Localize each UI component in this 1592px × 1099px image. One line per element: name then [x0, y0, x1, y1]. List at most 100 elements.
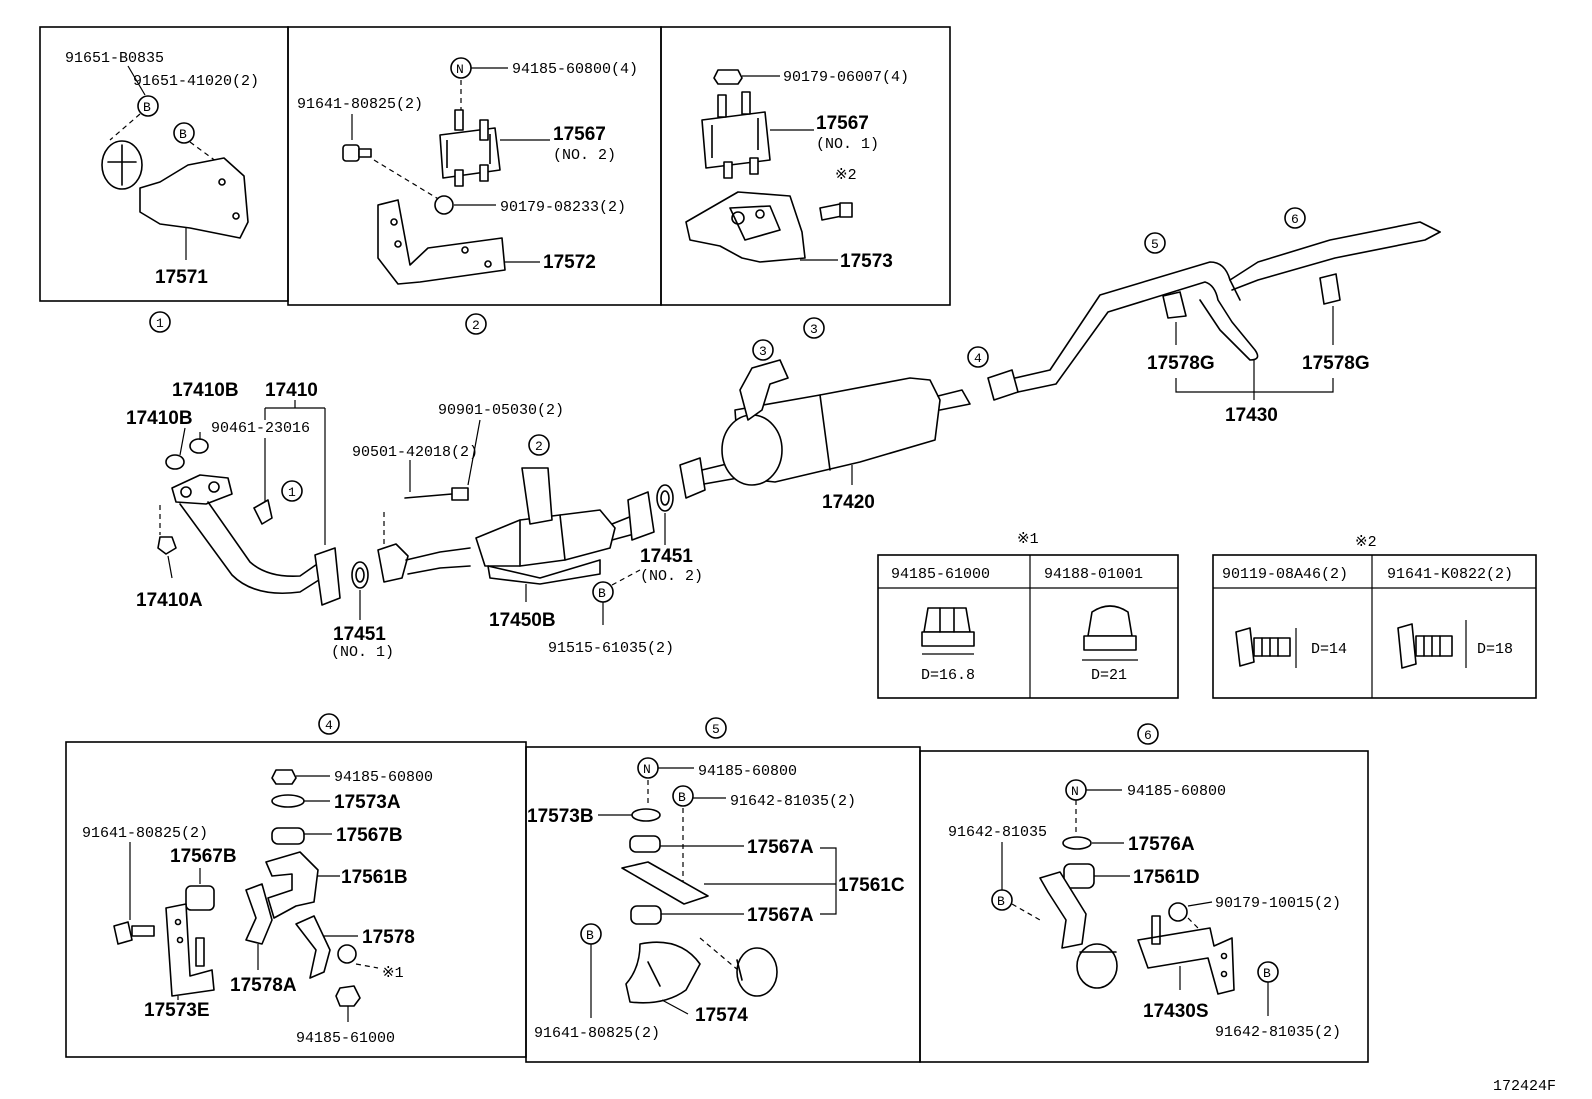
- table-1-col-1: 94185-61000: [891, 566, 990, 583]
- table-1-col-2: 94188-01001: [1044, 566, 1143, 583]
- svg-text:5: 5: [1151, 237, 1159, 252]
- bolt-icon: [113, 921, 155, 945]
- svg-text:6: 6: [1291, 212, 1299, 227]
- part-91642-81035: 91642-81035(2): [730, 793, 856, 810]
- hanger-17574-icon: [625, 941, 701, 1004]
- part-17451-no1: 17451: [333, 624, 386, 645]
- part-94185-60800: 94185-60800: [698, 763, 797, 780]
- muffler-17420-icon: [679, 359, 971, 499]
- circle-label-2: 2: [465, 313, 487, 335]
- bolt-marker-b: B: [672, 785, 694, 807]
- part-17567-no2-sub: (NO. 2): [553, 147, 616, 164]
- part-17410B-upper: 17410B: [172, 380, 239, 401]
- bracket-17561B-icon: [265, 851, 319, 919]
- flange-bolt-18-icon: [1397, 620, 1467, 669]
- clamp-half-17578A-icon: [245, 883, 273, 945]
- part-17571: 17571: [155, 267, 208, 288]
- clamp-half-17578-icon: [295, 915, 331, 979]
- part-17567A-lower: 17567A: [747, 905, 814, 926]
- circle-label-5: 5: [705, 717, 727, 739]
- gasket-17451-no1-icon: [351, 561, 369, 589]
- part-17451-no2: 17451: [640, 546, 693, 567]
- part-91642-81035: 91642-81035: [948, 824, 1047, 841]
- part-90501-42018: 90501-42018(2): [352, 444, 478, 461]
- part-91641-80825: 91641-80825(2): [82, 825, 208, 842]
- nut-marker-n: N: [637, 757, 659, 779]
- cap-nut-icon: [1082, 605, 1138, 661]
- part-17572: 17572: [543, 252, 596, 273]
- part-17578G-right: 17578G: [1302, 353, 1370, 374]
- part-94185-61000: 94185-61000: [296, 1030, 395, 1047]
- part-17567-no1: 17567: [816, 113, 869, 134]
- part-17410B-lower: 17410B: [126, 408, 193, 429]
- part-17410A: 17410A: [136, 590, 203, 611]
- detail-box-4: 94185-60800 17573A 91641-80825(2) 17567B…: [65, 741, 527, 1058]
- circle-label-6: 6: [1137, 723, 1159, 745]
- circle-label-3: 3: [752, 339, 774, 361]
- bracket-17573-icon: [685, 191, 806, 263]
- part-17450B: 17450B: [489, 610, 556, 631]
- nut-marker-n: N: [450, 57, 472, 79]
- bolt-marker-b: B: [592, 581, 614, 603]
- bracket-17571-icon: [101, 140, 249, 239]
- stud-bolt-icon: [404, 487, 469, 501]
- svg-text:B: B: [598, 586, 606, 601]
- hanger-bushing-icon: [736, 947, 778, 997]
- nut-icon: [434, 195, 454, 215]
- tail-pipe-17430-icon: [987, 221, 1441, 401]
- part-94185-60800: 94185-60800: [334, 769, 433, 786]
- part-17430S: 17430S: [1143, 1001, 1209, 1022]
- part-17567-no1-sub: (NO. 1): [816, 136, 879, 153]
- table-2-dim-1: D=14: [1311, 641, 1347, 658]
- washer-icon: [1062, 836, 1092, 850]
- table-1-dim-1: D=16.8: [921, 667, 975, 684]
- nut-marker-n: N: [1065, 779, 1087, 801]
- bolt-marker-b: B: [580, 923, 602, 945]
- svg-text:B: B: [179, 127, 187, 142]
- part-17567-no2: 17567: [553, 124, 606, 145]
- front-pipe-17410-icon: [171, 474, 341, 606]
- part-90179-10015: 90179-10015(2): [1215, 895, 1341, 912]
- detail-box-3: 90179-06007(4) 17567 (NO. 1) ※2 17573: [660, 26, 951, 306]
- part-17410: 17410: [265, 380, 318, 401]
- circle-label-5: 5: [1144, 232, 1166, 254]
- part-17578A: 17578A: [230, 975, 297, 996]
- bracket-17573E-icon: [165, 903, 215, 997]
- svg-text:N: N: [456, 62, 464, 77]
- nut-icon: [337, 944, 357, 964]
- svg-text:1: 1: [156, 316, 164, 331]
- reference-table-2: ※2 90119-08A46(2) 91641-K0822(2) D=14 D=…: [1212, 534, 1537, 699]
- part-17567A-upper: 17567A: [747, 837, 814, 858]
- bushing-icon: [630, 905, 662, 925]
- part-91641-80825: 91641-80825(2): [297, 96, 423, 113]
- bushing-icon: [629, 835, 661, 853]
- nut-icon: [271, 769, 297, 785]
- part-17573E: 17573E: [144, 1000, 210, 1021]
- bushing-icon: [185, 885, 215, 911]
- part-91641-80825: 91641-80825(2): [534, 1025, 660, 1042]
- hanger-clamp-icon: [1076, 943, 1118, 989]
- part-91642-81035-2: 91642-81035(2): [1215, 1024, 1341, 1041]
- clamp-17578G-left-icon: [1162, 291, 1187, 319]
- gasket-17410B-icon: [165, 438, 209, 470]
- circle-label-1: 1: [149, 311, 171, 333]
- bolt-marker-b: B: [1257, 961, 1279, 983]
- circle-label-3: 3: [803, 317, 825, 339]
- svg-text:3: 3: [759, 344, 767, 359]
- nut-icon: [335, 985, 361, 1007]
- svg-text:B: B: [1263, 966, 1271, 981]
- washer-icon: [271, 794, 305, 808]
- detail-box-6: N 94185-60800 91642-81035 17576A 17561D …: [919, 750, 1369, 1063]
- bracket-17561D-icon: [1039, 871, 1087, 949]
- circle-label-4: 4: [967, 346, 989, 368]
- bolt-marker-b: B: [137, 95, 159, 117]
- svg-text:B: B: [997, 894, 1005, 909]
- note-1-marker: ※1: [382, 965, 404, 982]
- part-90179-06007: 90179-06007(4): [783, 69, 909, 86]
- bolt-marker-b: B: [991, 889, 1013, 911]
- part-17573: 17573: [840, 251, 893, 272]
- circle-label-2: 2: [528, 434, 550, 456]
- main-exhaust-assembly: 17410B 17410 17410B 90461-23016 1 17410A…: [126, 207, 1441, 661]
- svg-text:2: 2: [472, 318, 480, 333]
